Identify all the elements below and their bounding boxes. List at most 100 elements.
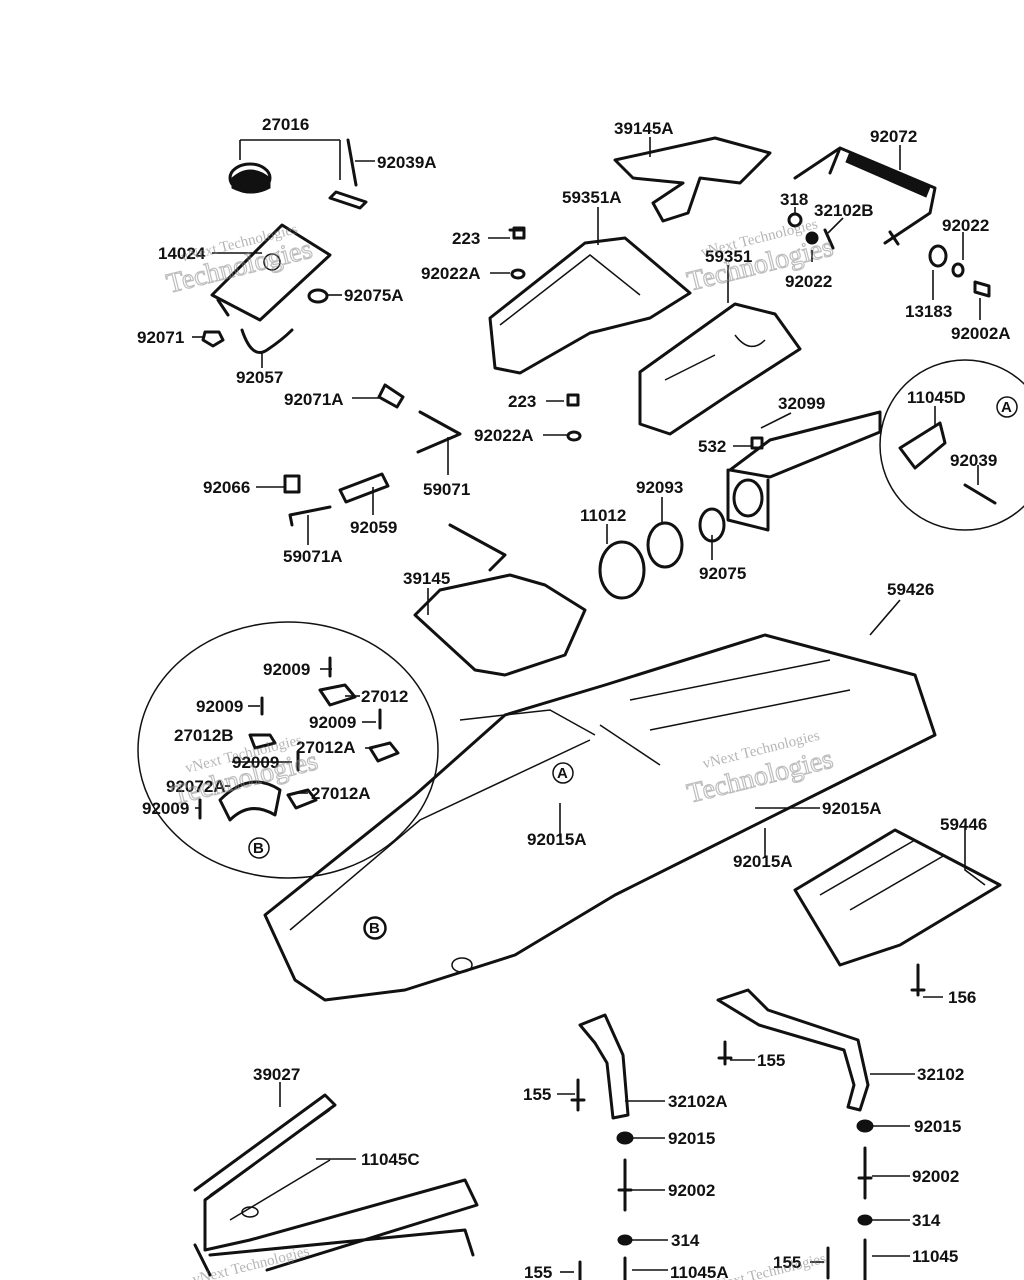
marker-B-detail-text: B <box>253 840 264 857</box>
label-32102A: 32102A <box>668 1092 728 1111</box>
marker-B-hull-text: B <box>369 920 380 937</box>
label-27012B: 27012B <box>174 726 234 745</box>
plate-59446 <box>793 828 1002 967</box>
label-92072: 92072 <box>870 127 917 146</box>
bolt-32102B <box>823 228 835 250</box>
hull-59426 <box>263 633 937 1002</box>
label-314-right: 314 <box>912 1211 941 1230</box>
label-92022-right: 92022 <box>942 216 989 235</box>
label-92009-b: 92009 <box>196 697 243 716</box>
label-59446: 59446 <box>940 815 987 834</box>
chain-92057 <box>240 328 294 354</box>
pin-92039A <box>328 138 368 210</box>
pin-92039 <box>963 483 997 505</box>
label-92039: 92039 <box>950 451 997 470</box>
label-92057: 92057 <box>236 368 283 387</box>
handle-92072 <box>793 146 937 246</box>
label-92015A-right: 92015A <box>822 799 882 818</box>
label-532: 532 <box>698 437 726 456</box>
label-318: 318 <box>780 190 808 209</box>
label-39027: 39027 <box>253 1065 300 1084</box>
label-59351: 59351 <box>705 247 752 266</box>
label-92072A: 92072A <box>166 777 226 796</box>
bolt-155-left <box>570 1078 586 1112</box>
label-92093: 92093 <box>636 478 683 497</box>
label-92075: 92075 <box>699 564 746 583</box>
label-92009-d: 92009 <box>232 753 279 772</box>
bolt-92002A <box>973 280 991 298</box>
marker-B-hull <box>364 917 386 939</box>
plug-92075A <box>307 288 329 304</box>
part-drawings <box>137 136 1024 1280</box>
tube-32099 <box>726 410 882 532</box>
label-155-bottom-right: 155 <box>773 1253 801 1272</box>
label-92015A-center: 92015A <box>527 830 587 849</box>
label-32099: 32099 <box>778 394 825 413</box>
collar-13183 <box>928 244 948 268</box>
label-92002-right: 92002 <box>912 1167 959 1186</box>
label-92009-a: 92009 <box>263 660 310 679</box>
label-92002A: 92002A <box>951 324 1011 343</box>
label-11045C: 11045C <box>361 1150 420 1169</box>
label-11012: 11012 <box>580 506 626 525</box>
fitting-92071A <box>377 383 405 409</box>
label-156: 156 <box>948 988 976 1007</box>
marker-A-hull <box>552 762 574 784</box>
bracket-92072A <box>218 780 282 822</box>
label-155-bottom-left: 155 <box>524 1263 552 1280</box>
screw-532 <box>750 436 764 450</box>
pad-39145A <box>613 136 772 223</box>
bolt-155-mid <box>717 1040 733 1066</box>
label-11045A: 11045A <box>670 1263 729 1280</box>
seat-frame-39027 <box>193 1093 479 1277</box>
rod-59071 <box>416 410 462 454</box>
label-92071: 92071 <box>137 328 184 347</box>
label-92059: 92059 <box>350 518 397 537</box>
label-27012: 27012 <box>361 687 408 706</box>
cover-59351A <box>488 236 692 375</box>
label-13183: 13183 <box>905 302 952 321</box>
reference-markers: A A B B <box>248 396 1018 939</box>
marker-B-detail <box>248 837 270 859</box>
stud-92002-left <box>617 1158 633 1212</box>
washer-314-right <box>857 1214 873 1226</box>
screw-223-top <box>512 226 526 240</box>
bolt-156 <box>910 963 926 997</box>
nut-92071 <box>201 330 225 348</box>
label-92009-c: 92009 <box>309 713 356 732</box>
clip-11045D <box>898 421 947 470</box>
cap-27012A-upper <box>368 741 400 763</box>
neck-11012 <box>598 540 646 600</box>
label-32102: 32102 <box>917 1065 964 1084</box>
label-92066: 92066 <box>203 478 250 497</box>
label-92009-e: 92009 <box>142 799 189 818</box>
label-92071A: 92071A <box>284 390 344 409</box>
leader-lines <box>192 137 986 1273</box>
label-27016: 27016 <box>262 115 309 134</box>
marker-A-detail <box>996 396 1018 418</box>
label-59351A: 59351A <box>562 188 622 207</box>
part-labels: 27016 92039A 14024 92075A 92071 92057 92… <box>137 115 1011 1280</box>
label-59071: 59071 <box>423 480 470 499</box>
label-92039A: 92039A <box>377 153 437 172</box>
label-59071A: 59071A <box>283 547 343 566</box>
label-27012A-upper: 27012A <box>296 738 356 757</box>
detail-circle-B <box>137 621 439 879</box>
sleeve-92059 <box>338 472 390 504</box>
bracket-32102A <box>578 1013 630 1120</box>
label-223-mid: 223 <box>508 392 536 411</box>
label-92002-left: 92002 <box>668 1181 715 1200</box>
label-314-left: 314 <box>671 1231 700 1250</box>
washer-314-left <box>617 1234 633 1246</box>
lid-14024 <box>210 223 332 322</box>
marker-A-detail-text: A <box>1001 399 1012 416</box>
cover-59351 <box>638 302 802 436</box>
label-39145A: 39145A <box>614 119 674 138</box>
nut-92015-right <box>856 1119 874 1133</box>
label-92022-left: 92022 <box>785 272 832 291</box>
stud-92002-right <box>857 1146 873 1200</box>
label-32102B: 32102B <box>814 201 874 220</box>
cap-27012 <box>318 683 357 707</box>
label-39145: 39145 <box>403 569 450 588</box>
